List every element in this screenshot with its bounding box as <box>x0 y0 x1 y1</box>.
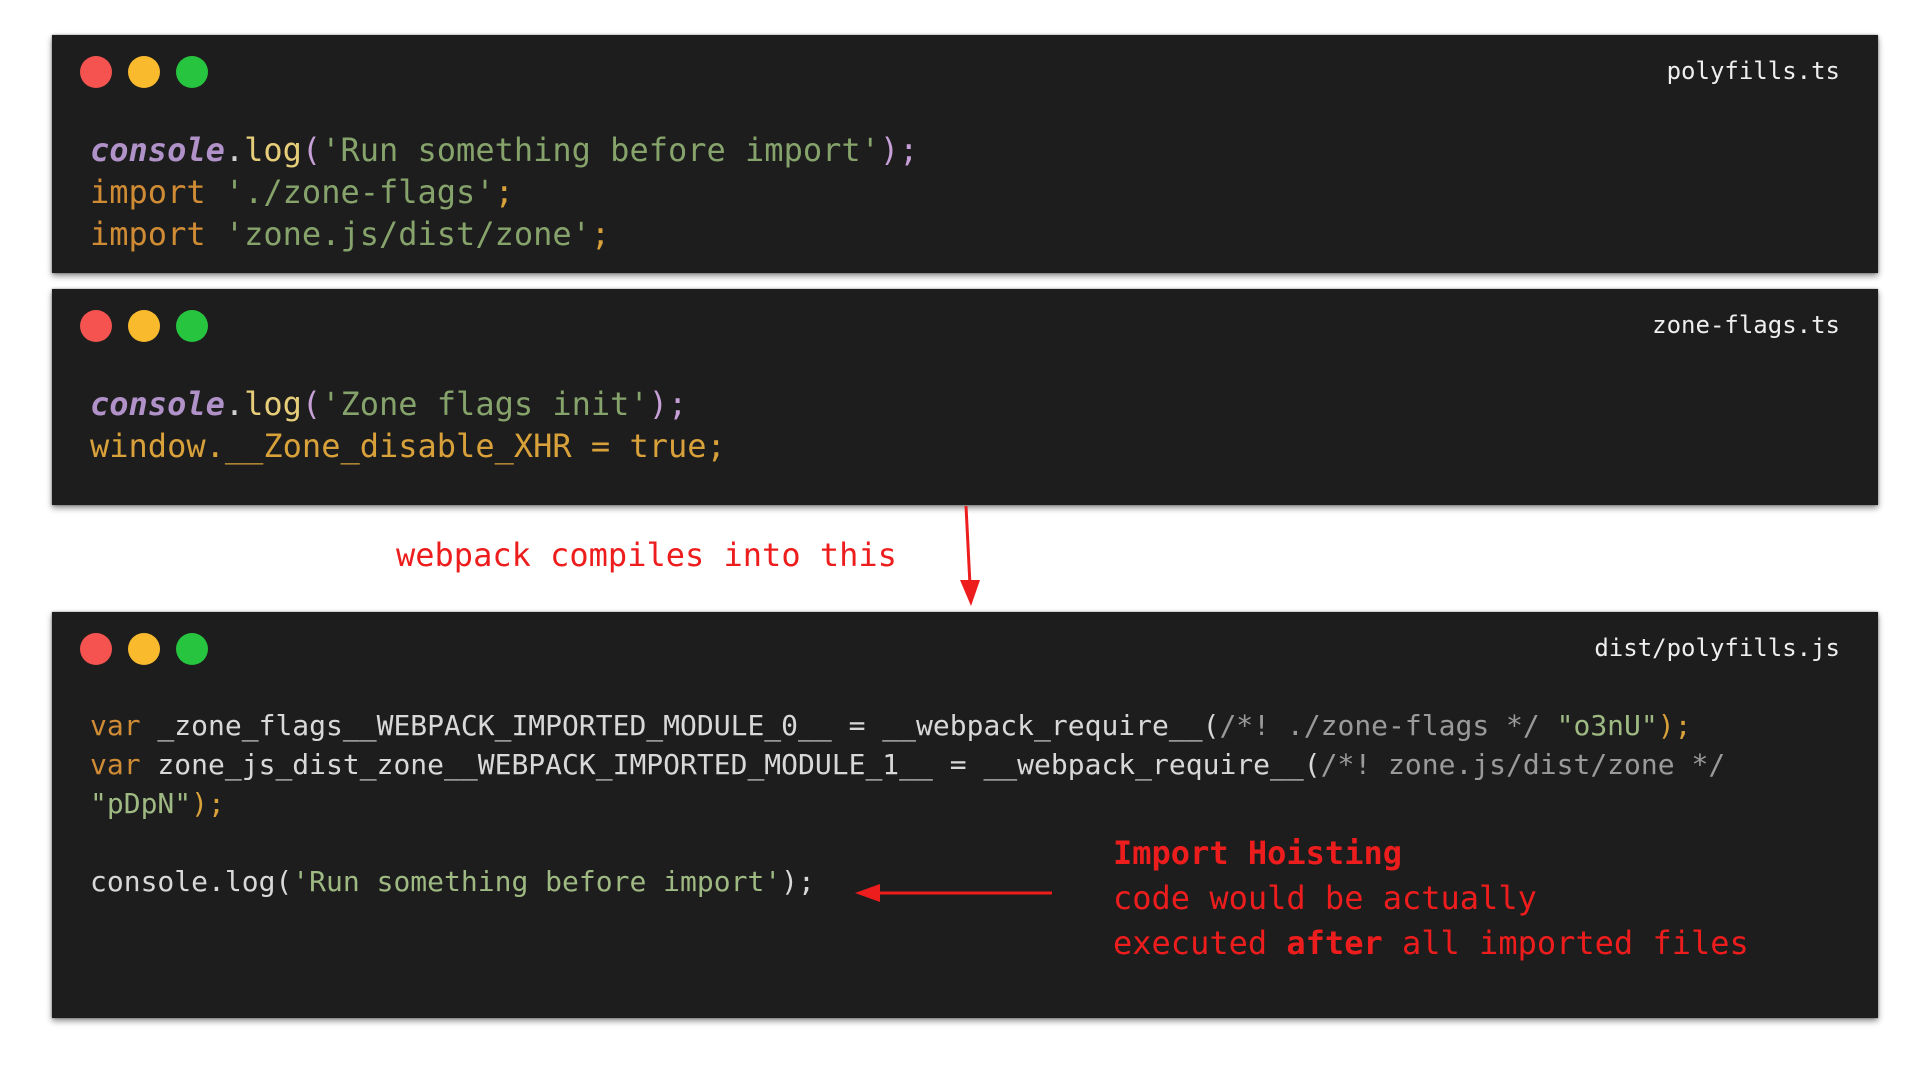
close-dot-icon <box>80 633 112 665</box>
maximize-dot-icon <box>176 310 208 342</box>
minimize-dot-icon <box>128 310 160 342</box>
down-arrow-icon <box>960 505 980 606</box>
hoisting-emphasis: after <box>1286 924 1383 962</box>
code-window-polyfills-ts: polyfills.ts console.log('Run something … <box>52 35 1878 273</box>
code-block: var _zone_flags__WEBPACK_IMPORTED_MODULE… <box>90 706 1725 901</box>
code-block: console.log('Zone flags init'); window.__… <box>90 383 726 467</box>
code-line: window.__Zone_disable_XHR = true; <box>90 427 726 465</box>
hoisting-line-2: executed after all imported files <box>1113 924 1749 962</box>
window-filename: zone-flags.ts <box>1652 311 1840 339</box>
minimize-dot-icon <box>128 633 160 665</box>
code-line: console.log('Zone flags init'); <box>90 385 688 423</box>
code-line: console.log('Run something before import… <box>90 865 815 898</box>
close-dot-icon <box>80 310 112 342</box>
window-filename: polyfills.ts <box>1666 57 1840 85</box>
code-block: console.log('Run something before import… <box>90 129 918 255</box>
window-filename: dist/polyfills.js <box>1594 634 1840 662</box>
maximize-dot-icon <box>176 56 208 88</box>
left-arrow-icon <box>855 884 1052 902</box>
minimize-dot-icon <box>128 56 160 88</box>
code-line: "pDpN"); <box>90 787 225 820</box>
code-line: import 'zone.js/dist/zone'; <box>90 215 611 253</box>
code-window-dist-polyfills-js: dist/polyfills.js var _zone_flags__WEBPA… <box>52 612 1878 1018</box>
maximize-dot-icon <box>176 633 208 665</box>
code-line: var _zone_flags__WEBPACK_IMPORTED_MODULE… <box>90 709 1692 742</box>
close-dot-icon <box>80 56 112 88</box>
code-line: import './zone-flags'; <box>90 173 514 211</box>
code-line: console.log('Run something before import… <box>90 131 919 169</box>
hoisting-line-1: code would be actually <box>1113 879 1537 917</box>
code-line: var zone_js_dist_zone__WEBPACK_IMPORTED_… <box>90 748 1726 781</box>
hoisting-title: Import Hoisting <box>1113 834 1402 872</box>
compile-annotation: webpack compiles into this <box>396 536 897 574</box>
code-window-zone-flags-ts: zone-flags.ts console.log('Zone flags in… <box>52 289 1878 505</box>
